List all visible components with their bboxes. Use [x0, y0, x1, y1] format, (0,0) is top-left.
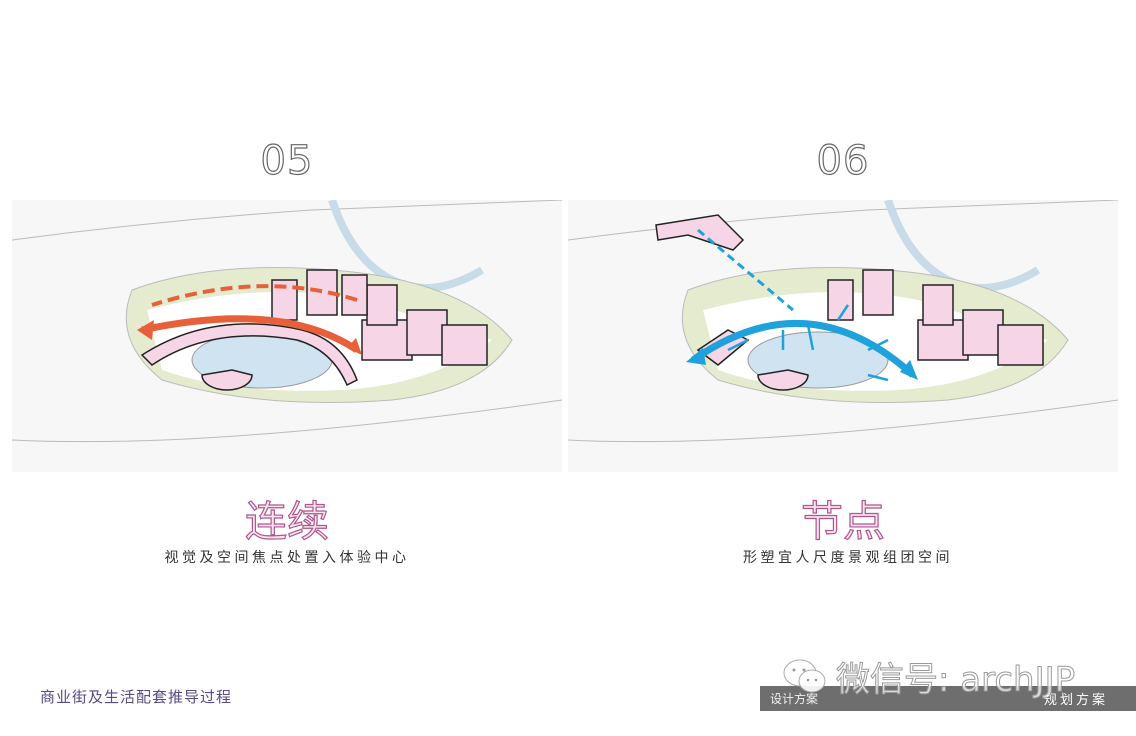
panel-06-subtitle: 形塑宜人尺度景观组团空间	[743, 550, 953, 566]
diagram-06	[568, 200, 1118, 472]
watermark: 微信号: archJJP	[780, 656, 1076, 700]
diagram-05	[12, 200, 562, 472]
footer-bar-right: 规划方案	[1043, 693, 1108, 708]
panel-05-title: 连续	[244, 496, 329, 546]
watermark-text: 微信号: archJJP	[835, 659, 1076, 700]
panel-06-number: 06	[816, 137, 870, 184]
wechat-icon	[783, 659, 826, 693]
node-arrow-dashed	[697, 228, 794, 312]
arrowhead-icon	[137, 320, 154, 340]
continuity-arrow	[141, 315, 359, 353]
panel-05-number: 05	[260, 137, 314, 184]
node-arc-arrow	[691, 319, 916, 378]
footer-bar-left: 设计方案	[770, 692, 819, 706]
panel-06-title: 节点	[800, 496, 885, 546]
arrowhead-icon	[900, 360, 918, 380]
panel-05-subtitle: 视觉及空间焦点处置入体验中心	[164, 550, 410, 566]
arrowhead-icon	[347, 338, 362, 355]
arrowhead-icon	[686, 348, 706, 365]
footer-caption: 商业街及生活配套推导过程	[40, 688, 233, 706]
footer-bar: 设计方案 规划方案	[760, 686, 1136, 711]
continuity-arrow-dashed	[151, 284, 358, 307]
